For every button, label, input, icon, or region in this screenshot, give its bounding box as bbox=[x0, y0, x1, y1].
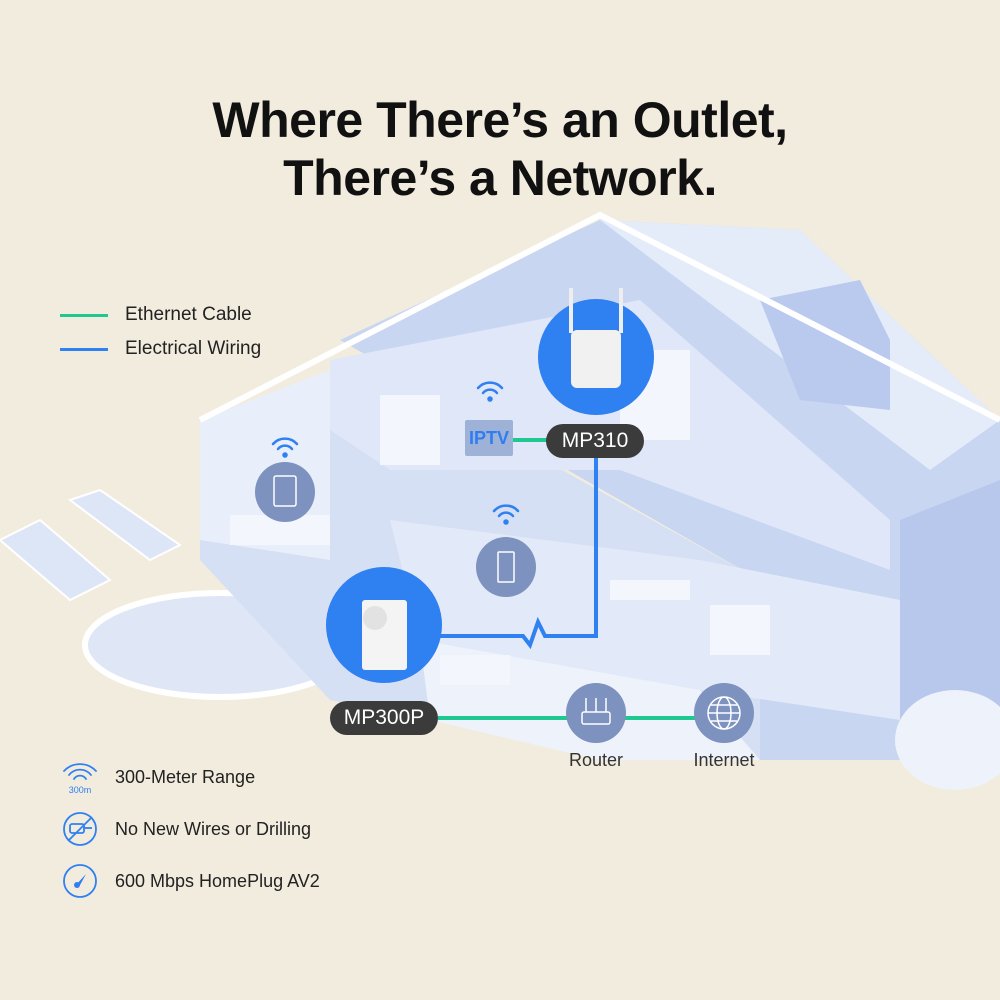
range-300m-icon: 300m bbox=[63, 763, 97, 795]
electrical-wiring-line bbox=[440, 458, 598, 650]
tablet-icon bbox=[273, 475, 297, 507]
headline-line-1: Where There’s an Outlet, bbox=[212, 92, 788, 148]
headline-line-2: There’s a Network. bbox=[283, 150, 717, 206]
mp310-device-icon bbox=[569, 288, 623, 388]
mp300p-device-icon bbox=[362, 600, 407, 670]
feature-no-drilling: No New Wires or Drilling bbox=[60, 809, 311, 849]
tablet-circle bbox=[255, 462, 315, 522]
phone-circle bbox=[476, 537, 536, 597]
svg-text:300m: 300m bbox=[69, 785, 92, 795]
feature-label: No New Wires or Drilling bbox=[115, 818, 312, 839]
feature-label: 600 Mbps HomePlug AV2 bbox=[115, 870, 320, 891]
feature-speed: 600 Mbps HomePlug AV2 bbox=[60, 861, 320, 901]
car bbox=[895, 690, 1000, 790]
router-circle bbox=[566, 683, 626, 743]
legend-label: Electrical Wiring bbox=[125, 338, 262, 359]
wifi-icon-phone bbox=[492, 504, 520, 525]
feature-range: 300m 300-Meter Range bbox=[60, 757, 255, 797]
loungers bbox=[0, 488, 182, 602]
legend-ethernet-cable: Ethernet Cable bbox=[60, 304, 252, 326]
router-label: Router bbox=[568, 750, 624, 770]
mp300p-label: MP300P bbox=[330, 701, 438, 735]
wifi-icon-iptv bbox=[476, 381, 504, 402]
phone-icon bbox=[497, 551, 515, 583]
electrical-swatch bbox=[60, 347, 108, 351]
legend-label: Ethernet Cable bbox=[125, 304, 252, 325]
globe-icon bbox=[707, 696, 741, 730]
ethernet-swatch bbox=[60, 313, 108, 317]
legend-electrical-wiring: Electrical Wiring bbox=[60, 338, 261, 360]
router-icon bbox=[581, 698, 611, 725]
no-drilling-icon bbox=[63, 812, 97, 846]
iptv-screen: IPTV bbox=[465, 420, 513, 456]
feature-label: 300-Meter Range bbox=[115, 766, 256, 787]
internet-label: Internet bbox=[693, 750, 755, 770]
speedometer-icon bbox=[63, 864, 97, 898]
mp310-label: MP310 bbox=[546, 424, 644, 458]
wifi-icon-tablet bbox=[271, 437, 299, 458]
